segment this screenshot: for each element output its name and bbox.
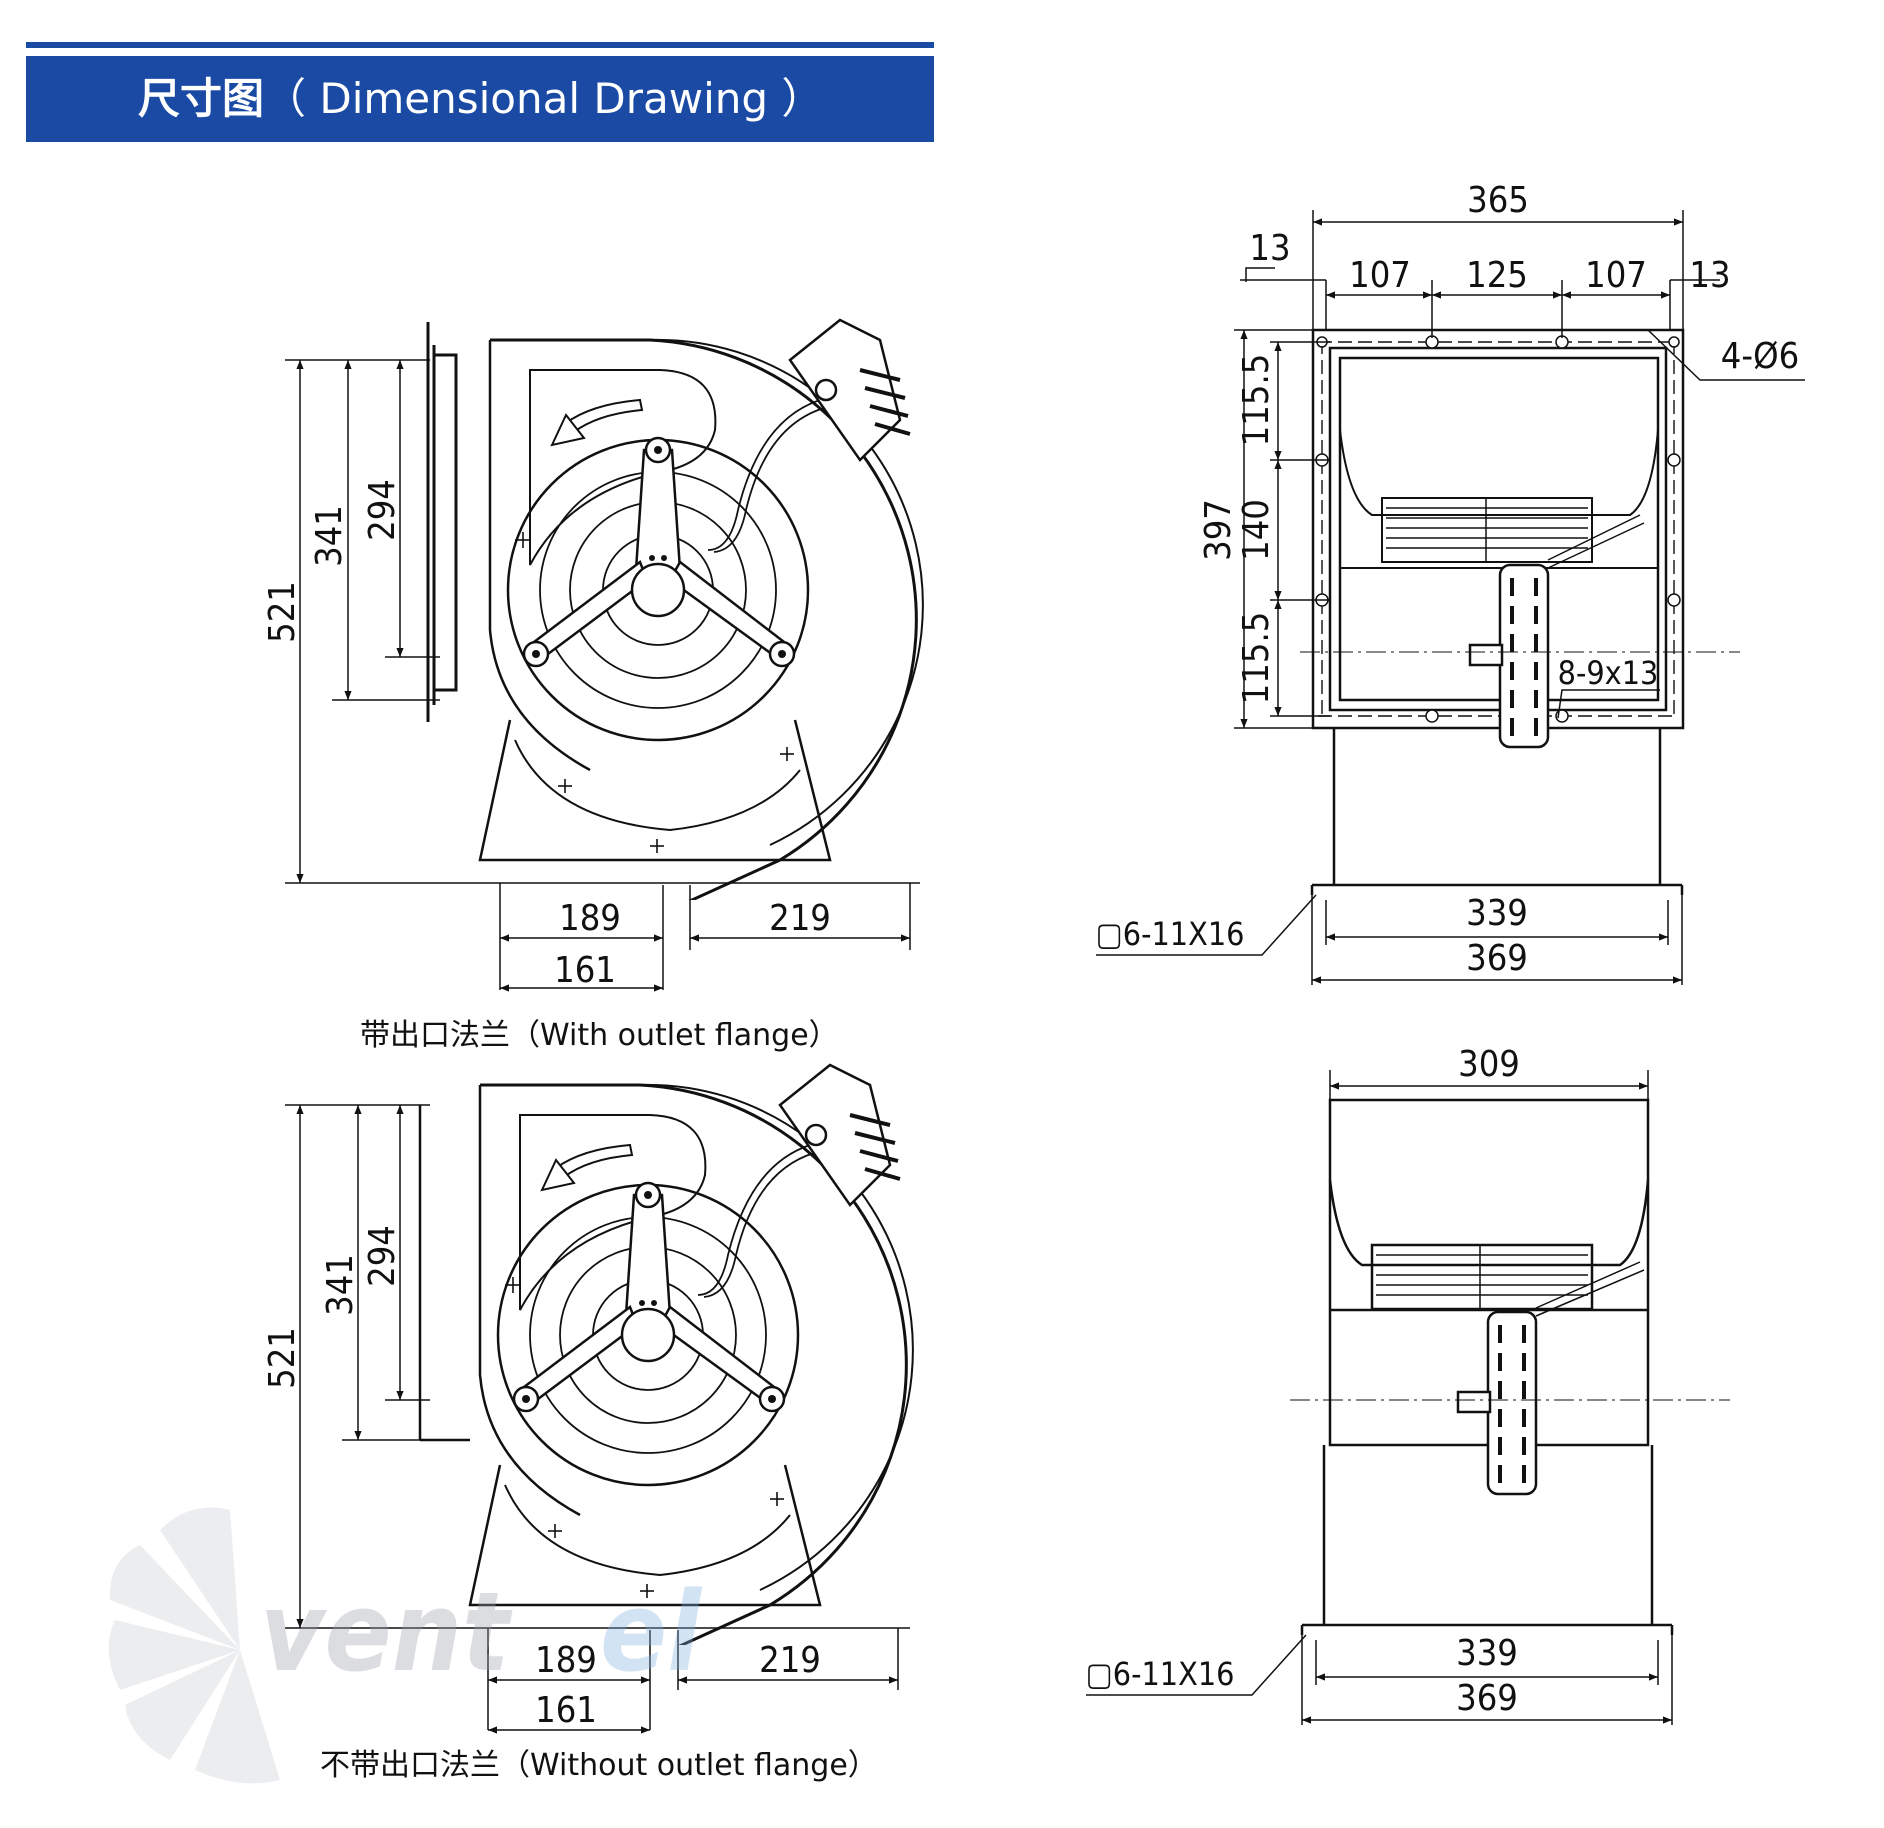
front-view-top: 365 13 107 125 107 13 4-Ø6 397 115.5 140… <box>1096 180 1805 985</box>
dim-base-right: 219 <box>769 898 831 939</box>
dim-hole-left: 107 <box>1349 255 1411 296</box>
title-chinese: 尺寸图 <box>138 74 265 123</box>
front-view-bottom: 309 339 369 ▢6-11X16 <box>1086 1044 1730 1725</box>
dim-base-right: 219 <box>759 1640 821 1681</box>
dim-base-inner: 339 <box>1456 1633 1518 1674</box>
dim-base-inner: 161 <box>535 1690 597 1731</box>
dim-vertical-bottom: 115.5 <box>1236 612 1277 705</box>
caption-with-flange: 带出口法兰（With outlet flange） <box>360 1018 839 1053</box>
dim-base-inner: 161 <box>554 950 616 991</box>
dim-height-outlet: 341 <box>320 1254 361 1316</box>
side-view-with-flange: 521 341 294 189 219 161 <box>262 318 925 992</box>
dim-slots: 8-9x13 <box>1558 654 1659 692</box>
header-top-rule <box>26 42 934 48</box>
dim-base-left: 189 <box>535 1640 597 1681</box>
watermark-text-grey: vent <box>260 1568 513 1696</box>
dim-base-outer: 369 <box>1466 938 1528 979</box>
header-bar: 尺寸图（ Dimensional Drawing ） <box>26 42 934 142</box>
dim-base-inner: 339 <box>1466 893 1528 934</box>
dim-vertical-top: 115.5 <box>1236 354 1277 447</box>
outlet-flange <box>426 322 458 722</box>
caption-without-flange: 不带出口法兰（Without outlet flange） <box>320 1748 878 1783</box>
watermark-fan-icon <box>108 1507 280 1784</box>
header-banner <box>26 56 934 142</box>
dim-height-total: 521 <box>262 581 303 643</box>
dim-width-top: 309 <box>1458 1044 1520 1085</box>
dim-height-inner: 294 <box>362 479 403 541</box>
dim-edge-left: 13 <box>1249 228 1290 269</box>
watermark-text-blue: el <box>600 1568 703 1696</box>
dim-edge-right: 13 <box>1689 255 1730 296</box>
dim-height-outlet: 341 <box>309 505 350 567</box>
dim-height-total: 521 <box>262 1327 303 1389</box>
watermark: vent el <box>108 1507 703 1784</box>
dim-base-left: 189 <box>559 898 621 939</box>
housing-outlet-edge <box>418 1105 470 1442</box>
dim-width-total: 365 <box>1467 180 1529 221</box>
dim-vertical-mid: 140 <box>1236 499 1277 561</box>
dim-base-holes: ▢6-11X16 <box>1086 1655 1235 1693</box>
dim-height: 397 <box>1198 499 1239 561</box>
dim-height-inner: 294 <box>362 1225 403 1287</box>
side-view-without-flange: 521 341 294 189 219 161 <box>262 1063 915 1734</box>
dim-base-outer: 369 <box>1456 1678 1518 1719</box>
title-english: （ Dimensional Drawing ） <box>264 74 824 123</box>
dim-hole-mid: 125 <box>1466 255 1528 296</box>
dim-hole-right: 107 <box>1585 255 1647 296</box>
page-title: 尺寸图（ Dimensional Drawing ） <box>138 56 823 142</box>
dim-holes: 4-Ø6 <box>1721 336 1799 377</box>
dim-base-holes: ▢6-11X16 <box>1096 915 1245 953</box>
